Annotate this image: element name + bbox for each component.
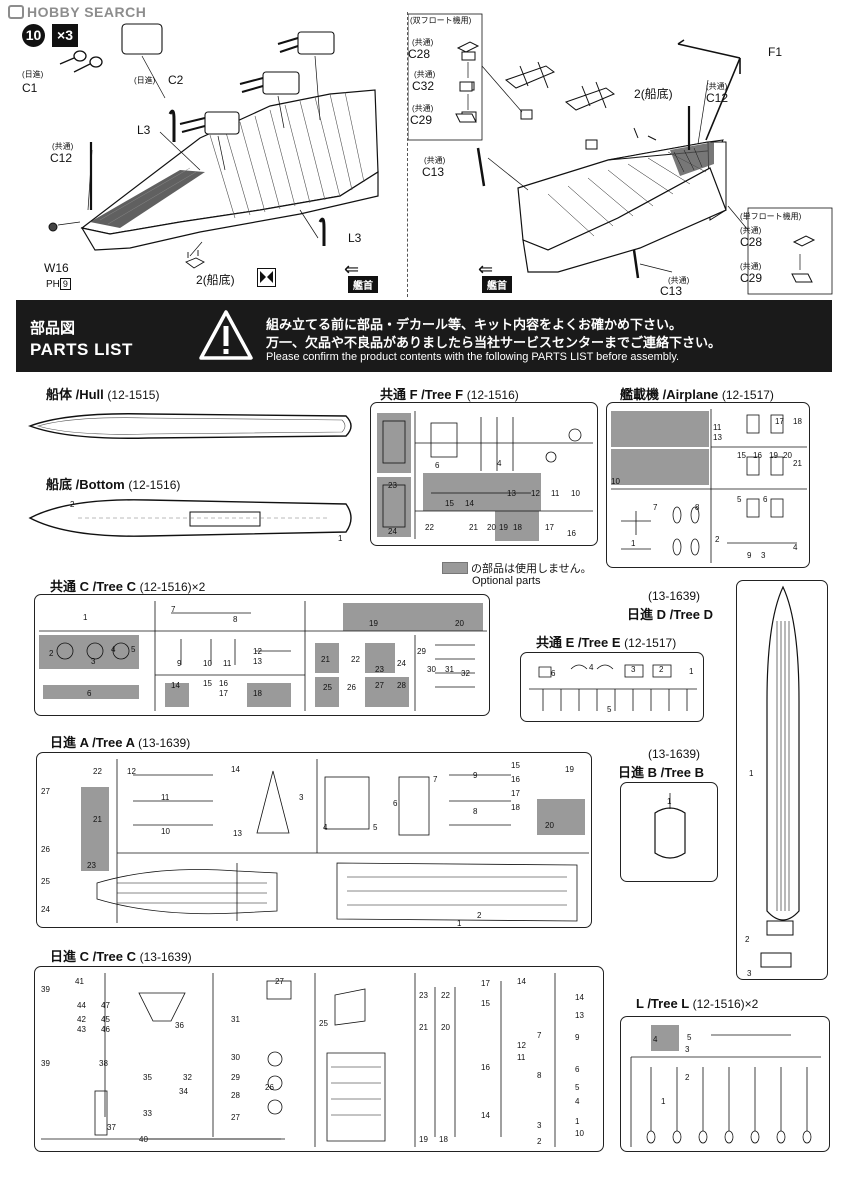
bow-indicator-left: ⇐ 艦首 — [344, 259, 388, 293]
c12-note: (共通) — [52, 142, 74, 151]
tree-e-title: 共通 E /Tree E (12-1517) — [536, 635, 677, 650]
assembly-drawing-right — [408, 13, 833, 295]
c29s-label: C29 — [740, 271, 763, 285]
bottom-part-number-1: 1 — [338, 534, 343, 543]
tree-c-nisshin-frame: 39 39 41 44 42 43 47 45 46 38 37 40 36 3… — [34, 966, 604, 1152]
c12-right-note: (共通) — [706, 82, 728, 91]
c2-label: C2 — [168, 73, 184, 87]
step-multiplier: ×3 — [52, 24, 78, 47]
tree-l-frame: 4 3 5 2 1 — [620, 1016, 830, 1152]
bottom-part-number-2: 2 — [70, 500, 75, 509]
hull-title: 船体 /Hull (12-1515) — [46, 387, 160, 402]
l3-label-bottom: L3 — [348, 231, 362, 245]
tree-e-frame: 5 4 3 2 6 1 — [520, 652, 704, 722]
tree-d-title: 日進 D /Tree D — [627, 607, 713, 622]
c13-label: C13 — [422, 165, 445, 179]
bottom-title: 船底 /Bottom (12-1516) — [46, 477, 181, 492]
c32-note: (共通) — [414, 70, 436, 79]
c13-note: (共通) — [424, 156, 446, 165]
c13b-note: (共通) — [668, 276, 690, 285]
c29-label: C29 — [410, 113, 433, 127]
c12-right-label: C12 — [706, 91, 729, 105]
tree-a-frame: 1 2 3 4 5 6 7 8 9 10 11 12 13 14 15 16 1… — [36, 752, 592, 928]
c29-note: (共通) — [412, 104, 434, 113]
l3-label-top: L3 — [137, 123, 151, 137]
c12-label: C12 — [50, 151, 73, 165]
ph-number: 9 — [59, 278, 71, 290]
c28s-label: C28 — [740, 235, 763, 249]
single-float-note: (単フロート機用) — [740, 212, 802, 221]
step-number-badge: 10 — [22, 24, 45, 47]
watermark: HOBBY SEARCH — [8, 4, 146, 20]
bottom-part-2: 2(船底) — [196, 273, 235, 287]
banner-message-3: Please confirm the product contents with… — [266, 351, 680, 363]
warning-icon — [199, 310, 253, 360]
optional-marker-icon — [257, 268, 276, 287]
hobby-search-logo-icon — [8, 5, 24, 19]
bow-arrow-icon: ⇐ — [478, 259, 494, 279]
banner-message-1: 組み立てる前に部品・デカール等、キット内容をよくお確かめ下さい。 — [266, 317, 683, 332]
c2-note: (日進) — [134, 76, 156, 85]
tree-b-code: (13-1639) — [648, 747, 701, 761]
c28-note: (共通) — [412, 38, 434, 47]
bottom-part-2-right: 2(船底) — [634, 87, 673, 101]
optional-parts-legend: の部品は使用しません。 Optional parts — [442, 560, 592, 587]
tree-a-title: 日進 A /Tree A (13-1639) — [50, 735, 191, 750]
c13b-label: C13 — [660, 284, 683, 298]
parts-list-banner: 部品図 PARTS LIST 組み立てる前に部品・デカール等、キット内容をよくお… — [16, 300, 832, 372]
tree-d-frame: 1 2 3 — [736, 580, 828, 980]
tree-b-title: 日進 B /Tree B — [618, 765, 704, 780]
hull-part — [28, 413, 352, 439]
parts-list-title-en: PARTS LIST — [30, 340, 133, 359]
c29s-note: (共通) — [740, 262, 762, 271]
airplane-title: 艦載機 /Airplane (12-1517) — [620, 387, 774, 402]
tree-c-common-frame: 1 2 3 4 5 6 7 8 9 10 11 12 13 14 15 16 1… — [34, 594, 490, 716]
assembly-drawing-left — [48, 23, 379, 269]
tree-c-common-title: 共通 C /Tree C (12-1516)×2 — [50, 579, 206, 594]
w16-label: W16 — [44, 261, 69, 275]
f1-label: F1 — [768, 45, 783, 59]
tree-b-frame: 1 — [620, 782, 718, 882]
bow-arrow-icon: ⇐ — [344, 259, 360, 279]
bottom-part — [28, 499, 352, 537]
banner-message-2: 万一、欠品や不良品がありましたら当社サービスセンターまでご連絡下さい。 — [266, 335, 722, 350]
tree-c-nisshin-title: 日進 C /Tree C (13-1639) — [50, 949, 192, 964]
c28-label: C28 — [408, 47, 431, 61]
optional-swatch — [442, 562, 468, 574]
airplane-frame: 11 13 17 18 15 16 19 20 21 10 7 8 5 6 2 … — [606, 402, 810, 568]
tree-f-frame: 23 24 6 4 22 21 20 19 18 17 16 15 14 13 … — [370, 402, 598, 546]
bow-indicator-right: ⇐ 艦首 — [478, 259, 522, 293]
tree-d-code: (13-1639) — [648, 589, 701, 603]
tree-f-title: 共通 F /Tree F (12-1516) — [380, 387, 519, 402]
c32-label: C32 — [412, 79, 435, 93]
step-divider — [407, 12, 408, 297]
c28s-note: (共通) — [740, 226, 762, 235]
tree-l-title: L /Tree L (12-1516)×2 — [636, 996, 759, 1011]
double-float-note: (双フロート機用) — [410, 16, 472, 25]
c1-label: C1 — [22, 81, 38, 95]
c1-note: (日進) — [22, 70, 44, 79]
parts-list-title-jp: 部品図 — [30, 320, 76, 337]
